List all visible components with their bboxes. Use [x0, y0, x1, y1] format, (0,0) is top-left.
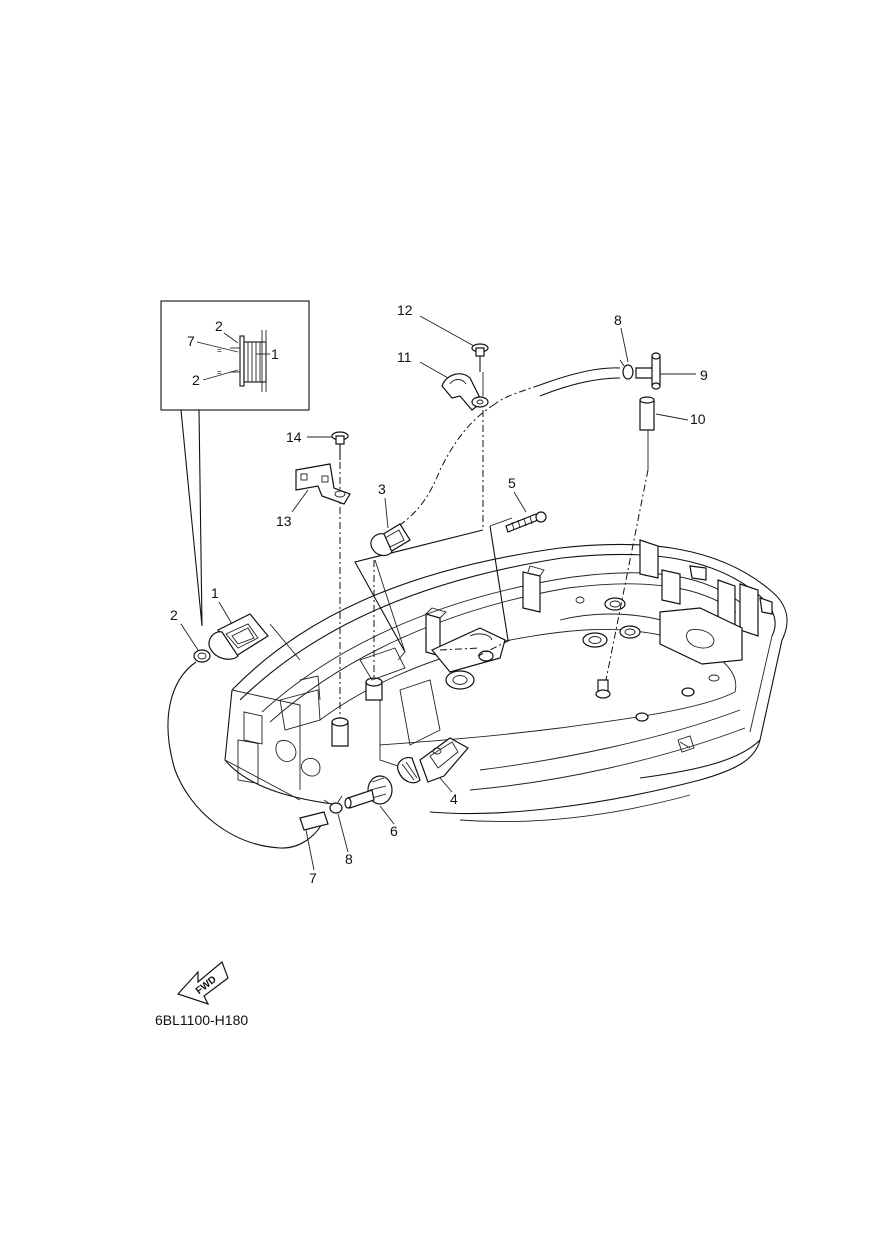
part-9-tee-joint — [635, 352, 661, 390]
part-11-clamp — [441, 373, 489, 411]
part-5-screw — [505, 511, 547, 533]
inset-label-7: 7 — [187, 333, 195, 349]
hose-lower-loop — [167, 661, 323, 849]
callout-4: 4 — [450, 791, 458, 807]
assembly-lines — [339, 372, 649, 722]
part-12-bolt — [471, 343, 489, 372]
part-2-clip — [193, 649, 211, 663]
part-8-clip-upper — [619, 359, 634, 380]
part-6-fitting — [344, 775, 393, 809]
callout-9: 9 — [700, 367, 708, 383]
callout-5: 5 — [508, 475, 516, 491]
inset-label-2a: 2 — [215, 318, 223, 334]
forward-arrow: FWD — [176, 960, 229, 1006]
callout-7: 7 — [309, 870, 317, 886]
part-3-grommet — [370, 523, 411, 557]
inset-label-1: 1 — [271, 346, 279, 362]
hose-upper — [539, 367, 621, 386]
inset-pointer — [180, 409, 203, 627]
svg-text:=: = — [217, 368, 222, 377]
part-4-grommet — [397, 737, 469, 784]
drawing-code: 6BL1100-H180 — [155, 1012, 248, 1028]
inset-frame — [160, 300, 310, 411]
callout-13: 13 — [276, 513, 292, 529]
part-8-clip-lower — [323, 795, 343, 814]
hose-7 — [299, 811, 329, 831]
bolt-bosses — [331, 647, 406, 747]
inset-label-2b: 2 — [192, 372, 200, 388]
hose-routing — [167, 367, 621, 849]
callout-10: 10 — [690, 411, 706, 427]
bottom-cowling — [224, 539, 788, 822]
callout-2: 2 — [170, 607, 178, 623]
callout-14: 14 — [286, 429, 302, 445]
inset-detail: = = 2 7 1 2 — [160, 300, 310, 627]
callout-1: 1 — [211, 585, 219, 601]
part-13-bracket — [295, 463, 351, 505]
svg-text:=: = — [217, 346, 222, 355]
callout-3: 3 — [378, 481, 386, 497]
callout-8-upper: 8 — [614, 312, 622, 328]
fwd-arrow-icon — [176, 960, 229, 1006]
callouts: 12 11 8 9 10 14 3 5 13 1 2 4 6 8 7 — [170, 302, 708, 886]
callout-8-lower: 8 — [345, 851, 353, 867]
part-1-grommet — [208, 613, 269, 660]
part-10-hose — [639, 396, 655, 431]
callout-6: 6 — [390, 823, 398, 839]
callout-11: 11 — [397, 349, 412, 365]
drain-nipple — [595, 679, 611, 699]
callout-12: 12 — [397, 302, 413, 318]
part-14-bolt — [331, 431, 349, 460]
inset-grommet: = = — [217, 330, 267, 392]
